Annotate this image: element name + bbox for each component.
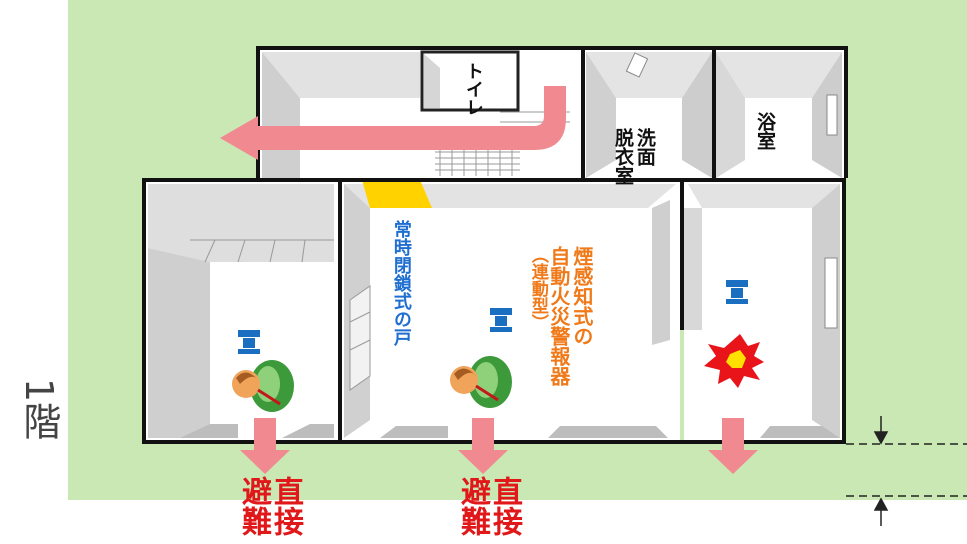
- toilet-label: トイレ: [462, 62, 484, 116]
- washroom-label-line1: 洗面: [633, 128, 656, 166]
- detector-label: 煙感知式の 自動火災警報器 （連動型）: [527, 246, 594, 386]
- arrow-icon: [458, 418, 508, 474]
- bathroom-label: 浴室: [753, 112, 776, 150]
- evacuation-left-line1: 直接: [268, 476, 303, 536]
- person-icon: [232, 360, 294, 412]
- evacuation-label-left: 直接 避難: [236, 476, 303, 536]
- detector-label-line2: 自動火災警報器: [546, 246, 571, 386]
- washroom-label-line2: 脱衣室: [611, 128, 634, 185]
- arrow-icon: [708, 418, 758, 474]
- fire-icon: [704, 334, 764, 388]
- door-label: 常時閉鎖式の戸: [390, 220, 412, 346]
- stair-route-arrow: [220, 86, 566, 160]
- smoke-detector-icon: [238, 330, 260, 354]
- evacuation-center-line2: 避難: [455, 476, 490, 536]
- smoke-detector-icon: [726, 280, 748, 304]
- floor-label: 1階: [16, 378, 61, 441]
- smoke-detector-icon: [490, 308, 512, 332]
- detector-label-line3: （連動型）: [527, 246, 548, 331]
- washroom-label: 洗面 脱衣室: [611, 128, 656, 185]
- arrow-icon: [240, 418, 290, 474]
- evacuation-center-line1: 直接: [487, 476, 522, 536]
- bathroom-room: [716, 52, 842, 178]
- self-closing-door: [362, 180, 432, 208]
- person-icon: [450, 356, 512, 408]
- evacuation-arrows: [220, 86, 758, 474]
- evacuation-left-line2: 避難: [236, 476, 271, 536]
- detector-label-line1: 煙感知式の: [569, 246, 594, 346]
- washroom-room: [586, 52, 712, 178]
- lower-rooms: [142, 178, 846, 444]
- dimension-indicator: [846, 416, 967, 526]
- evacuation-label-center: 直接 避難: [455, 476, 522, 536]
